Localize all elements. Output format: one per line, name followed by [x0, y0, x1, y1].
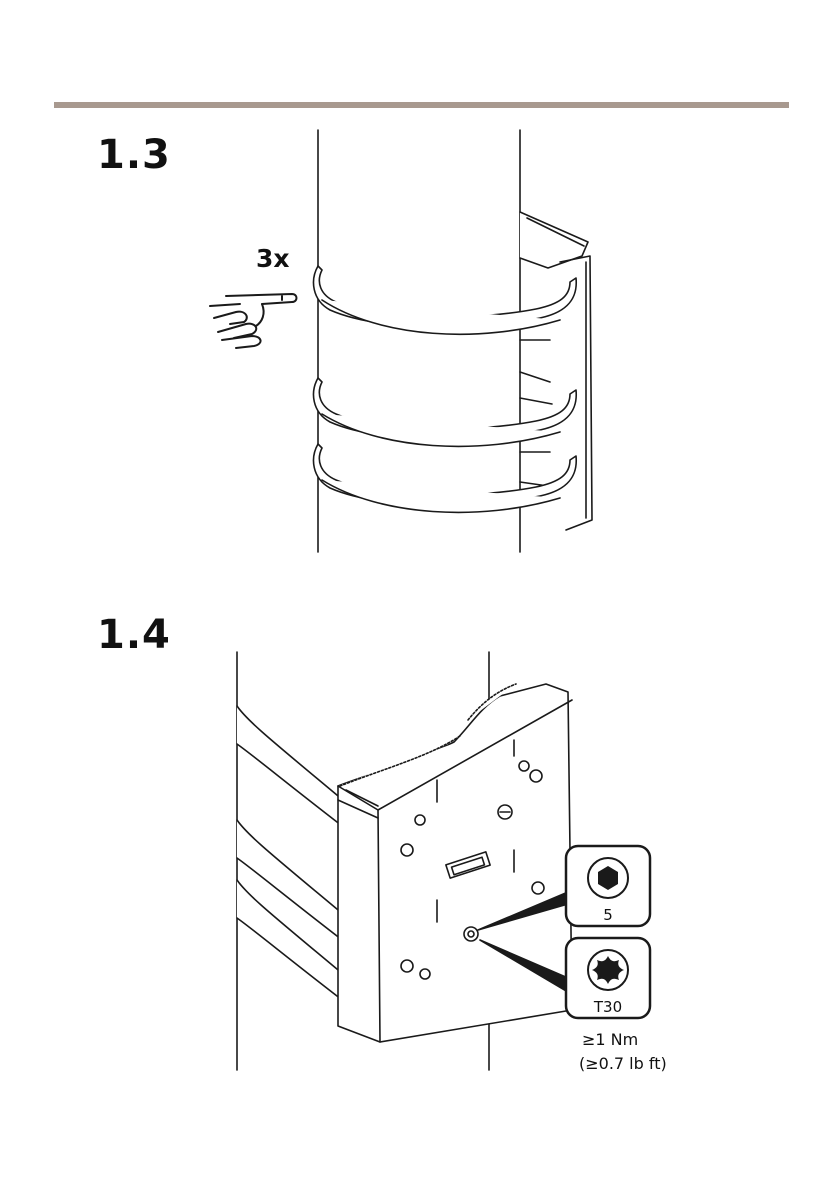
step-number-1-4: 1.4 — [97, 612, 171, 658]
torque-metric-label: ≥1 Nm — [582, 1030, 638, 1049]
pointing-hand-icon — [210, 294, 297, 348]
strap-bottom — [314, 444, 577, 512]
strap-top — [314, 266, 577, 334]
torx-size-label: T30 — [590, 998, 626, 1016]
hex-size-label: 5 — [600, 906, 616, 924]
strap-middle — [314, 378, 577, 446]
torque-imperial-label: (≥0.7 lb ft) — [579, 1054, 667, 1073]
